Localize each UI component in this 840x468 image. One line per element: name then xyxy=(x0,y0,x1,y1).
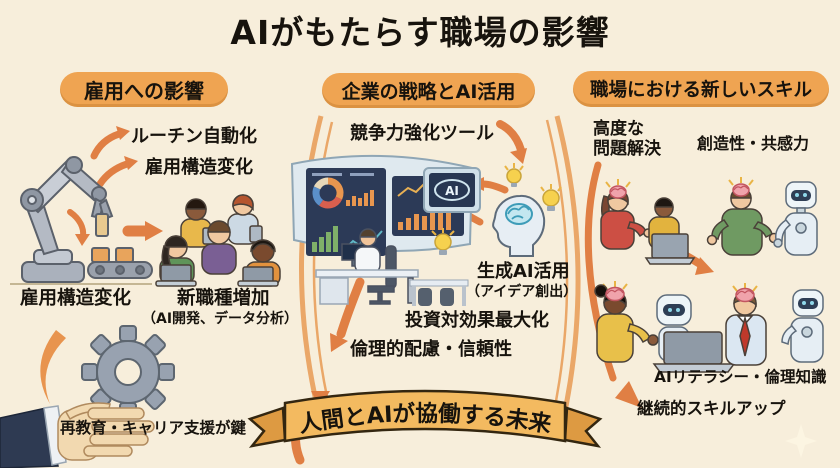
worker-5 xyxy=(237,239,281,287)
label-ai-literacy: AIリテラシー・倫理知識 xyxy=(654,368,827,386)
person-blue-tie xyxy=(725,287,767,366)
brain-icon xyxy=(505,203,533,225)
workers-group-illustration xyxy=(155,194,281,287)
idea-rays xyxy=(602,281,758,292)
dashboard-illustration: AI xyxy=(290,154,481,306)
person-green xyxy=(706,183,780,256)
hand-gear-illustration xyxy=(0,325,175,468)
idea-rays xyxy=(605,177,754,188)
skills-row2-illustration xyxy=(594,281,824,373)
skills-row1-illustration xyxy=(600,177,818,265)
arrow-routine xyxy=(90,126,130,160)
side-desk xyxy=(409,279,469,306)
lightbulb-icon xyxy=(504,163,524,187)
laptop-icon-2 xyxy=(652,331,736,373)
label-structure-change-bottom: 雇用構造変化 xyxy=(20,288,132,309)
label-routine-automation: ルーチン自動化 xyxy=(131,126,257,147)
label-problem-solving-1: 高度な xyxy=(593,119,644,139)
swoosh xyxy=(40,330,66,404)
donut-chart xyxy=(312,177,344,209)
banner-ribbon: 人間とAIが協働する未来 xyxy=(247,389,603,448)
badge-new-skills: 職場における新しいスキル xyxy=(573,71,829,107)
label-new-jobs-sub: （AI開発、データ分析） xyxy=(142,311,299,327)
arrow-to-ethics xyxy=(330,277,365,352)
label-roi-max: 投資対効果最大化 xyxy=(405,310,549,331)
ai-screen-label: AI xyxy=(445,184,459,198)
robot-arm-illustration xyxy=(10,156,153,285)
analyst-at-desk xyxy=(315,228,419,305)
page-title: AIがもたらす職場の影響 xyxy=(230,13,610,52)
label-structure-change-top: 雇用構造変化 xyxy=(145,157,253,178)
person-yellow-2 xyxy=(594,284,659,363)
arrow-tool-to-idea xyxy=(496,120,527,164)
label-continuous-skillup: 継続的スキルアップ xyxy=(637,399,786,418)
robot-illustration xyxy=(773,181,818,256)
robot-illustration-3 xyxy=(781,289,824,363)
gear-icon xyxy=(81,325,175,419)
conveyor-belt xyxy=(87,247,153,279)
person-red xyxy=(600,185,653,250)
label-new-jobs: 新職種増加 xyxy=(177,288,270,309)
sparkle-icon xyxy=(785,424,817,458)
arrow-robot-to-team xyxy=(122,221,163,241)
label-reeducation-key: 再教育・キャリア支援が鍵 xyxy=(60,419,247,437)
lightbulb-icon xyxy=(540,184,562,211)
label-competitive-tool: 競争力強化ツール xyxy=(350,123,494,144)
badge-employment-impact: 雇用への影響 xyxy=(60,72,228,107)
mini-bar-chart xyxy=(346,190,374,206)
worker-3 xyxy=(201,220,237,275)
label-generative-ai: 生成AI活用 xyxy=(477,261,570,282)
arrow-structure xyxy=(96,156,138,188)
head-brain-illustration xyxy=(492,163,562,257)
label-ethics-reliability: 倫理的配慮・信頼性 xyxy=(350,339,512,360)
ai-screen: AI xyxy=(423,167,481,213)
badge-strategy-ai: 企業の戦略とAI活用 xyxy=(322,73,535,108)
flow-arc-right xyxy=(545,115,581,431)
arrow-drop-to-belt xyxy=(67,209,90,246)
label-generative-ai-sub: （アイデア創出） xyxy=(466,284,578,300)
laptop-icon xyxy=(644,233,696,265)
worker-1 xyxy=(180,198,216,248)
hand-illustration xyxy=(0,402,155,468)
worker-2 xyxy=(227,194,263,245)
worker-4 xyxy=(155,235,197,287)
label-problem-solving-2: 問題解決 xyxy=(593,139,661,159)
green-bar-chart xyxy=(312,226,338,252)
lightbulb-icon xyxy=(431,228,455,255)
label-creativity-empathy: 創造性・共感力 xyxy=(697,134,810,153)
